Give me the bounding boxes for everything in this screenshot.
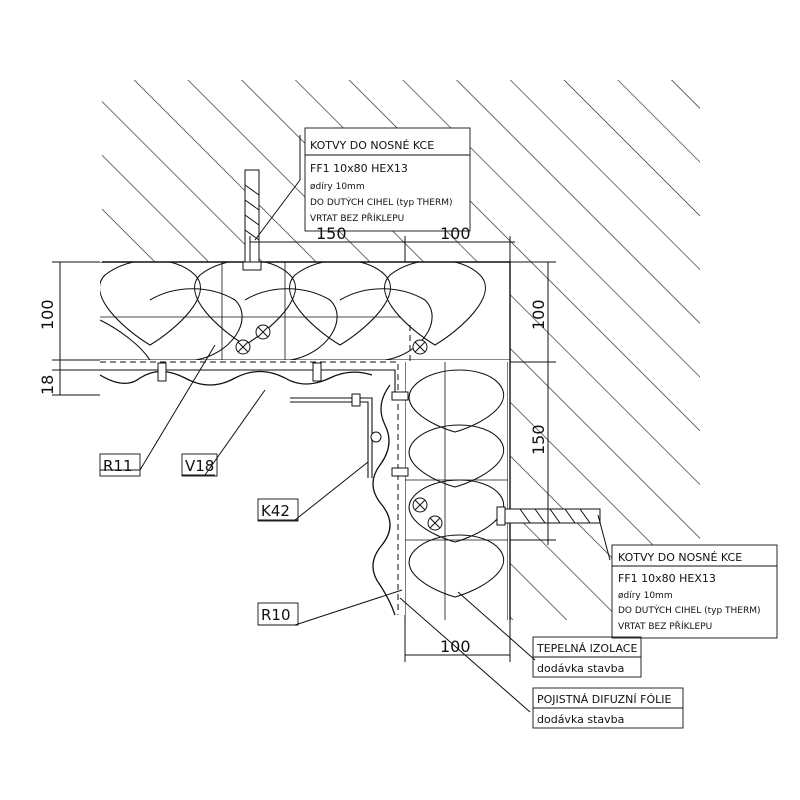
right-insulation xyxy=(405,362,508,620)
dim-top-left: 150 xyxy=(316,224,347,243)
label-r10: R10 xyxy=(261,606,291,624)
foil-note: dodávka stavba xyxy=(537,713,624,726)
dim-right-upper: 100 xyxy=(529,299,548,330)
label-v18: V18 xyxy=(185,457,214,475)
callout-line-4: VRTAT BEZ PŘÍKLEPU xyxy=(310,212,404,224)
dim-left-cladding: 18 xyxy=(38,375,57,395)
fasteners xyxy=(157,324,443,531)
dim-bottom: 100 xyxy=(440,637,471,656)
top-insulation xyxy=(100,262,510,360)
label-k42: K42 xyxy=(261,502,290,520)
callout-title: KOTVY DO NOSNÉ KCE xyxy=(618,551,742,564)
callout-line-2: ødíry 10mm xyxy=(618,591,673,601)
masonry-wall-edge xyxy=(100,261,511,620)
dim-right-lower: 150 xyxy=(529,424,548,455)
callout-line-2: ødíry 10mm xyxy=(310,182,365,192)
wall-anchor-top xyxy=(242,169,262,271)
callout-line-4: VRTAT BEZ PŘÍKLEPU xyxy=(618,620,712,632)
callout-line-1: FF1 10x80 HEX13 xyxy=(310,162,408,175)
anchor-callout-right: KOTVY DO NOSNÉ KCE FF1 10x80 HEX13 ødíry… xyxy=(611,544,778,639)
dim-left-insulation: 100 xyxy=(38,299,57,330)
callout-line-1: FF1 10x80 HEX13 xyxy=(618,572,716,585)
anchor-callout-top: KOTVY DO NOSNÉ KCE FF1 10x80 HEX13 ødíry… xyxy=(304,127,471,232)
callout-line-3: DO DUTÝCH CIHEL (typ THERM) xyxy=(618,604,761,616)
corner-profile-k42 xyxy=(290,397,373,478)
leader-lines xyxy=(100,135,611,713)
label-r11: R11 xyxy=(103,457,133,475)
insulation-note: dodávka stavba xyxy=(537,662,624,675)
part-labels: R11 V18 K42 R10 xyxy=(99,453,299,626)
dimension-texts: 150 100 100 18 100 150 100 xyxy=(38,224,548,656)
wall-anchor-right xyxy=(496,506,601,526)
insulation-title: TEPELNÁ IZOLACE xyxy=(536,642,637,655)
corrugated-cladding-top xyxy=(99,370,373,386)
dimension-lines xyxy=(52,236,556,662)
callout-title: KOTVY DO NOSNÉ KCE xyxy=(310,139,434,152)
corrugated-cladding-right xyxy=(372,384,396,616)
foil-title: POJISTNÁ DIFUZNÍ FÓLIE xyxy=(537,693,671,706)
callout-line-3: DO DUTÝCH CIHEL (typ THERM) xyxy=(310,196,453,208)
material-labels: TEPELNÁ IZOLACE dodávka stavba POJISTNÁ … xyxy=(532,636,684,729)
dim-top-right: 100 xyxy=(440,224,471,243)
